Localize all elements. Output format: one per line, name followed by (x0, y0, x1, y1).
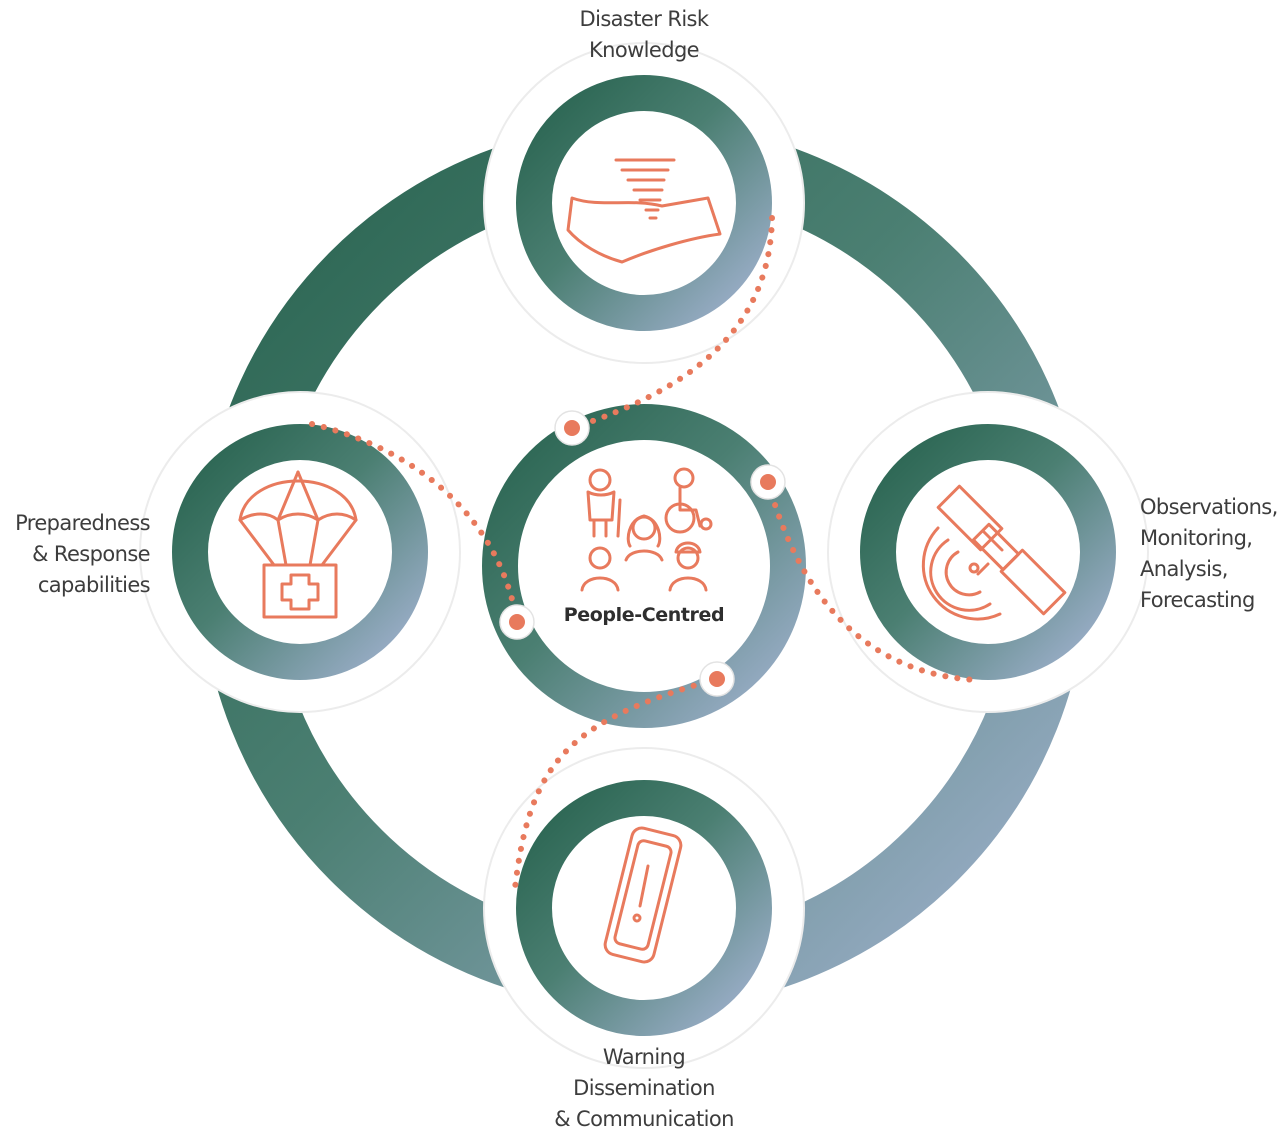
label-disaster-risk-knowledge: Disaster Risk Knowledge (444, 4, 844, 66)
label-line: Observations, (1140, 495, 1278, 519)
node-ring-bottom (516, 780, 772, 1036)
dotted-connectors (309, 215, 979, 891)
label-line: Preparedness (15, 511, 151, 535)
mobile-alert-icon (603, 826, 683, 964)
tornado-map-icon (566, 158, 722, 264)
label-line: Disaster Risk (579, 7, 710, 31)
label-line: Forecasting (1140, 588, 1255, 612)
label-line: Analysis, (1140, 557, 1228, 581)
label-line: Dissemination (573, 1076, 715, 1100)
label-line: & Communication (554, 1107, 734, 1131)
label-warning-dissemination: Warning Dissemination & Communication (444, 1042, 844, 1135)
label-line: & Response (32, 542, 151, 566)
node-ring-left (172, 424, 428, 680)
connector-bottom (512, 676, 720, 891)
connector-top (569, 215, 775, 431)
label-line: Monitoring, (1140, 526, 1253, 550)
node-ring-right (860, 424, 1116, 680)
center-ring (482, 404, 806, 728)
connector-markers (499, 410, 786, 697)
label-observations-monitoring: Observations, Monitoring, Analysis, Fore… (1140, 492, 1288, 616)
connector-left (309, 421, 520, 625)
label-preparedness-response: Preparedness & Response capabilities (0, 508, 151, 601)
connector-right (765, 479, 979, 683)
people-group-icon (580, 467, 713, 592)
center-label: People-Centred (563, 604, 725, 626)
label-line: Warning (602, 1045, 686, 1069)
label-line: capabilities (37, 573, 151, 597)
satellite-icon (921, 484, 1067, 621)
parachute-aid-box-icon (238, 470, 358, 619)
label-line: Knowledge (588, 38, 700, 62)
